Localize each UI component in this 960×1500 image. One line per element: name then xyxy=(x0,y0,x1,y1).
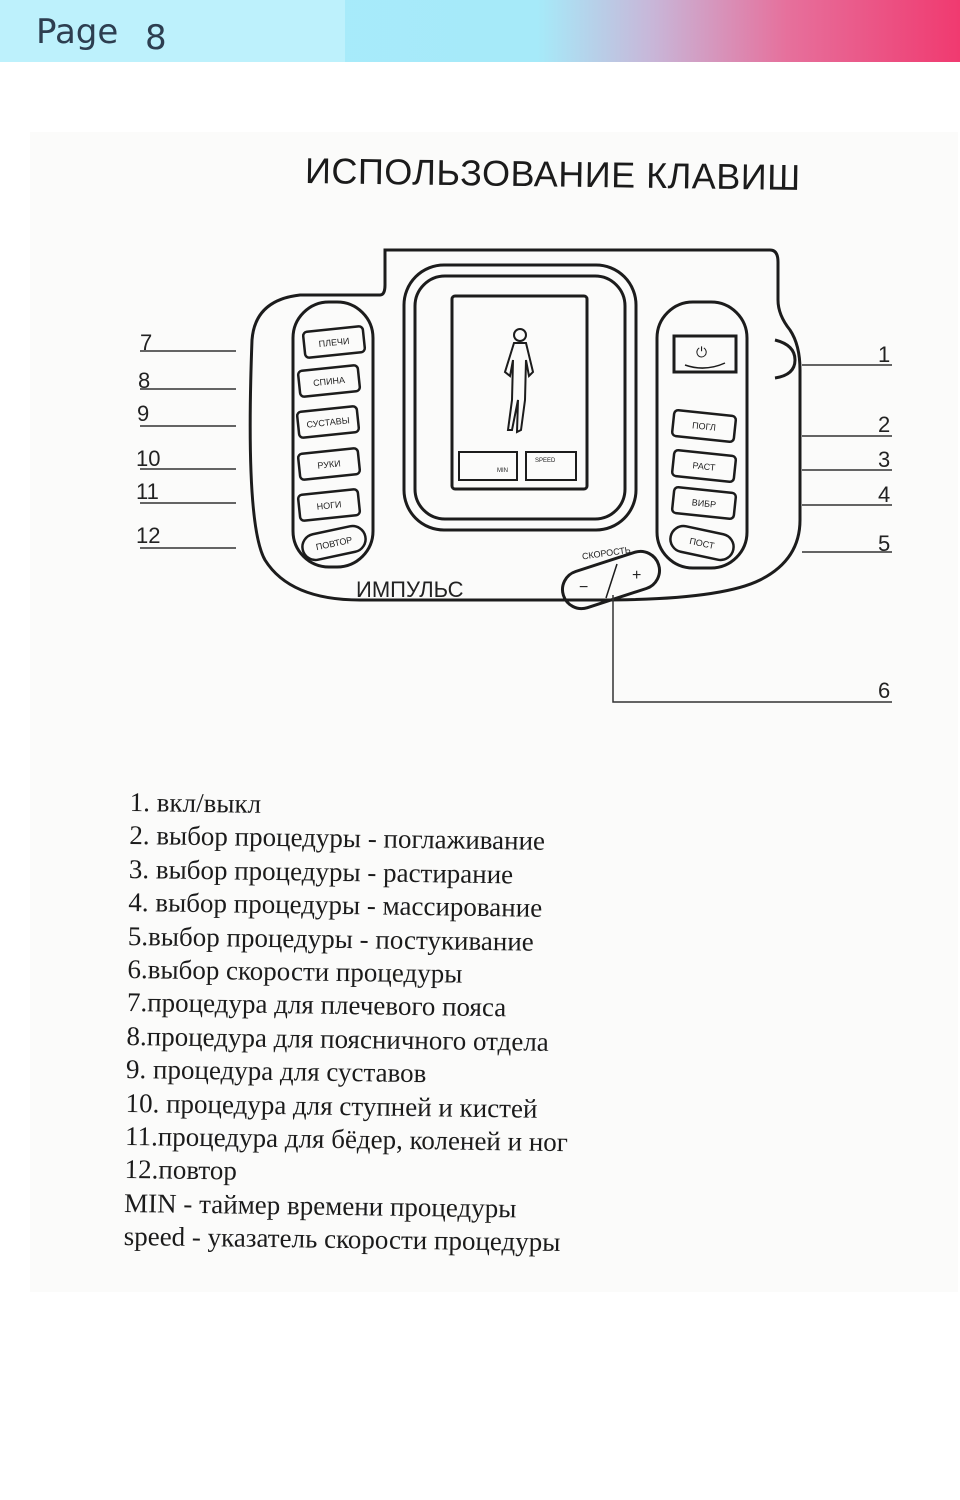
right-button-2-label: РАСТ xyxy=(692,460,716,472)
left-button-1[interactable]: ПЛЕЧИ xyxy=(301,325,367,359)
speed-plus-button[interactable]: + xyxy=(632,567,641,584)
left-button-3[interactable]: СУСТАВЫ xyxy=(295,405,361,439)
left-button-1-label: ПЛЕЧИ xyxy=(318,336,350,349)
speed-minus-button[interactable]: − xyxy=(579,579,588,596)
right-button-panel xyxy=(655,300,749,570)
page-label: Page xyxy=(36,12,119,52)
power-indicator-swoosh xyxy=(684,362,726,369)
power-button[interactable] xyxy=(774,338,797,380)
page-header-bar: Page 8 xyxy=(0,0,960,62)
min-timer-box xyxy=(458,451,518,481)
left-button-2[interactable]: СПИНА xyxy=(296,364,362,398)
callout-7: 7 xyxy=(140,330,152,355)
callout-10: 10 xyxy=(136,446,160,471)
device-body-outline xyxy=(248,248,802,602)
left-button-4[interactable]: РУКИ xyxy=(296,447,362,481)
callout-3: 3 xyxy=(878,447,890,472)
scanned-page xyxy=(30,132,958,1292)
speed-label: SPEED xyxy=(535,458,556,464)
callout-5: 5 xyxy=(878,531,890,556)
left-button-5[interactable]: НОГИ xyxy=(296,488,362,522)
screen-bezel-inner xyxy=(413,274,627,521)
callout-6: 6 xyxy=(878,678,890,703)
speed-indicator-box xyxy=(525,451,577,481)
min-label: MIN xyxy=(497,468,508,474)
callout-4: 4 xyxy=(878,482,890,507)
callout-2: 2 xyxy=(878,412,890,437)
left-button-5-frame[interactable] xyxy=(296,488,362,522)
speed-control[interactable] xyxy=(558,546,665,613)
device-diagram: MIN SPEED ПЛЕЧИ СПИНА СУСТАВЫ РУКИ НОГИ ПОВТО… xyxy=(136,248,892,703)
page-number: 8 xyxy=(145,18,167,58)
left-button-4-frame[interactable] xyxy=(296,447,362,481)
left-button-6-frame[interactable] xyxy=(300,524,368,563)
display-screen xyxy=(450,294,589,491)
power-indicator-box xyxy=(672,334,738,374)
callout-9: 9 xyxy=(137,401,149,426)
right-button-1-label: ПОГЛ xyxy=(692,420,717,432)
screen-bezel-outer xyxy=(402,263,638,532)
left-button-6-label: ПОВТОР xyxy=(315,535,353,552)
right-button-4-frame[interactable] xyxy=(668,524,736,563)
header-light-segment xyxy=(0,0,345,62)
callout-1: 1 xyxy=(878,342,890,367)
power-icon: ⏻ xyxy=(696,345,707,361)
speed-control-divider xyxy=(605,563,618,599)
callout-11: 11 xyxy=(136,479,159,504)
left-button-4-label: РУКИ xyxy=(317,458,341,470)
left-buttons-group: ПЛЕЧИ СПИНА СУСТАВЫ РУКИ НОГИ ПОВТОР xyxy=(295,325,368,563)
speed-control-label: СКОРОСТЬ xyxy=(581,545,631,562)
callout-lines xyxy=(140,350,892,703)
device-brand: ИМПУЛЬС xyxy=(356,577,464,602)
right-button-4-label: ПОСТ xyxy=(689,536,716,551)
right-button-1-frame[interactable] xyxy=(670,408,738,444)
right-button-3-frame[interactable] xyxy=(670,485,738,521)
left-button-3-frame[interactable] xyxy=(295,405,361,439)
right-button-1[interactable]: ПОГЛ xyxy=(670,408,738,444)
left-button-1-frame[interactable] xyxy=(301,325,367,359)
left-button-6[interactable]: ПОВТОР xyxy=(300,524,368,563)
callout-8: 8 xyxy=(138,368,150,393)
right-button-3[interactable]: ВИБР xyxy=(670,485,738,521)
left-button-panel xyxy=(291,300,375,569)
left-button-2-frame[interactable] xyxy=(296,364,362,398)
right-button-4[interactable]: ПОСТ xyxy=(668,524,736,563)
right-button-2-frame[interactable] xyxy=(670,448,738,484)
right-button-2[interactable]: РАСТ xyxy=(670,448,738,484)
left-button-2-label: СПИНА xyxy=(313,375,346,388)
right-button-3-label: ВИБР xyxy=(691,497,716,509)
left-button-3-label: СУСТАВЫ xyxy=(306,415,350,429)
callout-12: 12 xyxy=(136,523,160,548)
left-button-5-label: НОГИ xyxy=(316,499,342,512)
right-buttons-group: ПОГЛ РАСТ ВИБР ПОСТ xyxy=(668,408,738,563)
human-figure-icon xyxy=(503,328,535,434)
